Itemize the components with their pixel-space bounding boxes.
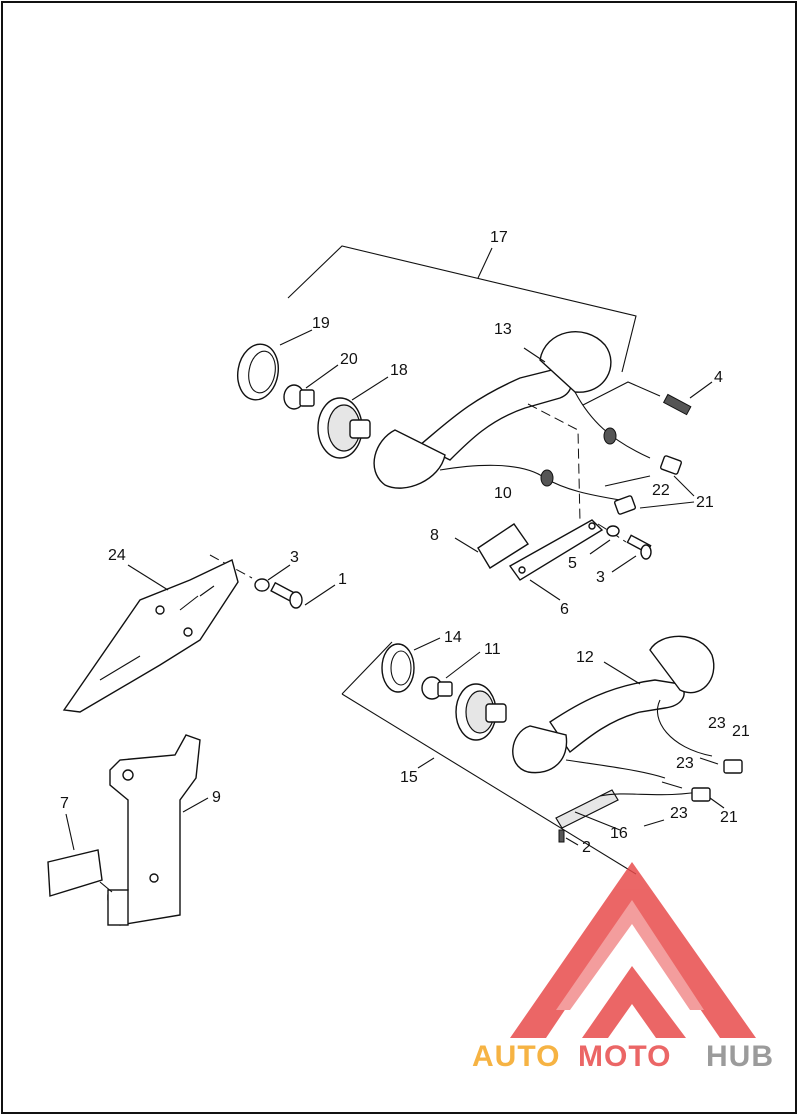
logo-triangle-outer — [510, 862, 756, 1038]
callout-12: 12 — [576, 649, 594, 666]
part-3-bolt-right — [611, 534, 652, 573]
callout-14: 14 — [444, 629, 462, 646]
callout-2: 2 — [582, 839, 591, 856]
part-7-pad — [47, 813, 113, 897]
callout-4: 4 — [714, 369, 723, 386]
callout-13: 13 — [494, 321, 512, 338]
watermark-logo: AUTO MOTO HUB — [472, 862, 774, 1073]
part-21-connectors-lower — [643, 757, 743, 827]
callout-23-mid: 23 — [676, 755, 694, 772]
callout-10: 10 — [494, 485, 512, 502]
callout-5: 5 — [568, 555, 577, 572]
callout-19: 19 — [312, 315, 330, 332]
part-12-lower-signal-bar — [455, 635, 715, 779]
callout-22: 22 — [652, 482, 670, 499]
logo-text-moto: MOTO — [578, 1040, 671, 1073]
part-18-socket-housing — [317, 376, 389, 459]
bracket-17 — [287, 245, 637, 373]
callout-7: 7 — [60, 795, 69, 812]
part-21-connectors-upper — [604, 455, 695, 515]
part-1-bolt-left — [270, 581, 336, 609]
callout-16: 16 — [610, 825, 628, 842]
part-11-bulb — [421, 651, 481, 700]
part-3-washer-left — [254, 564, 291, 592]
part-5-washer — [589, 525, 620, 555]
callout-21: 21 — [696, 494, 714, 511]
part-13-upper-signal-bar — [373, 331, 651, 501]
part-24-license-bracket — [62, 559, 239, 713]
part-8-pad — [454, 523, 529, 569]
callout-8: 8 — [430, 527, 439, 544]
callout-24: 24 — [108, 547, 126, 564]
part-20-bulb — [283, 364, 339, 410]
callout-21-lower-a: 21 — [732, 723, 750, 740]
part-2-screw — [558, 829, 579, 846]
callout-21-lower-b: 21 — [720, 809, 738, 826]
callout-11: 11 — [484, 641, 501, 658]
callout-15: 15 — [400, 769, 418, 786]
part-9-bracket — [107, 734, 209, 926]
callout-6: 6 — [560, 601, 569, 618]
callout-20: 20 — [340, 351, 358, 368]
callout-23: 23 — [708, 715, 726, 732]
logo-text-hub: HUB — [706, 1040, 774, 1073]
callout-17: 17 — [490, 229, 508, 246]
part-6-mount-plate — [508, 519, 604, 601]
callout-1: 1 — [338, 571, 347, 588]
logo-triangle-mid — [556, 900, 704, 1010]
bracket-15 — [341, 641, 637, 875]
callout-9: 9 — [212, 789, 221, 806]
part-4-screw — [582, 381, 713, 416]
callout-3-right: 3 — [596, 569, 605, 586]
callout-3: 3 — [290, 549, 299, 566]
logo-triangle-inner — [582, 966, 686, 1038]
logo-text-auto: AUTO — [472, 1040, 560, 1073]
part-14-lens-ring — [381, 637, 441, 693]
part-19-lens-ring — [237, 329, 313, 401]
callout-labels: 17 19 13 20 18 4 10 22 21 8 24 3 5 1 3 6… — [60, 229, 750, 856]
callout-23-low: 23 — [670, 805, 688, 822]
callout-18: 18 — [390, 362, 408, 379]
